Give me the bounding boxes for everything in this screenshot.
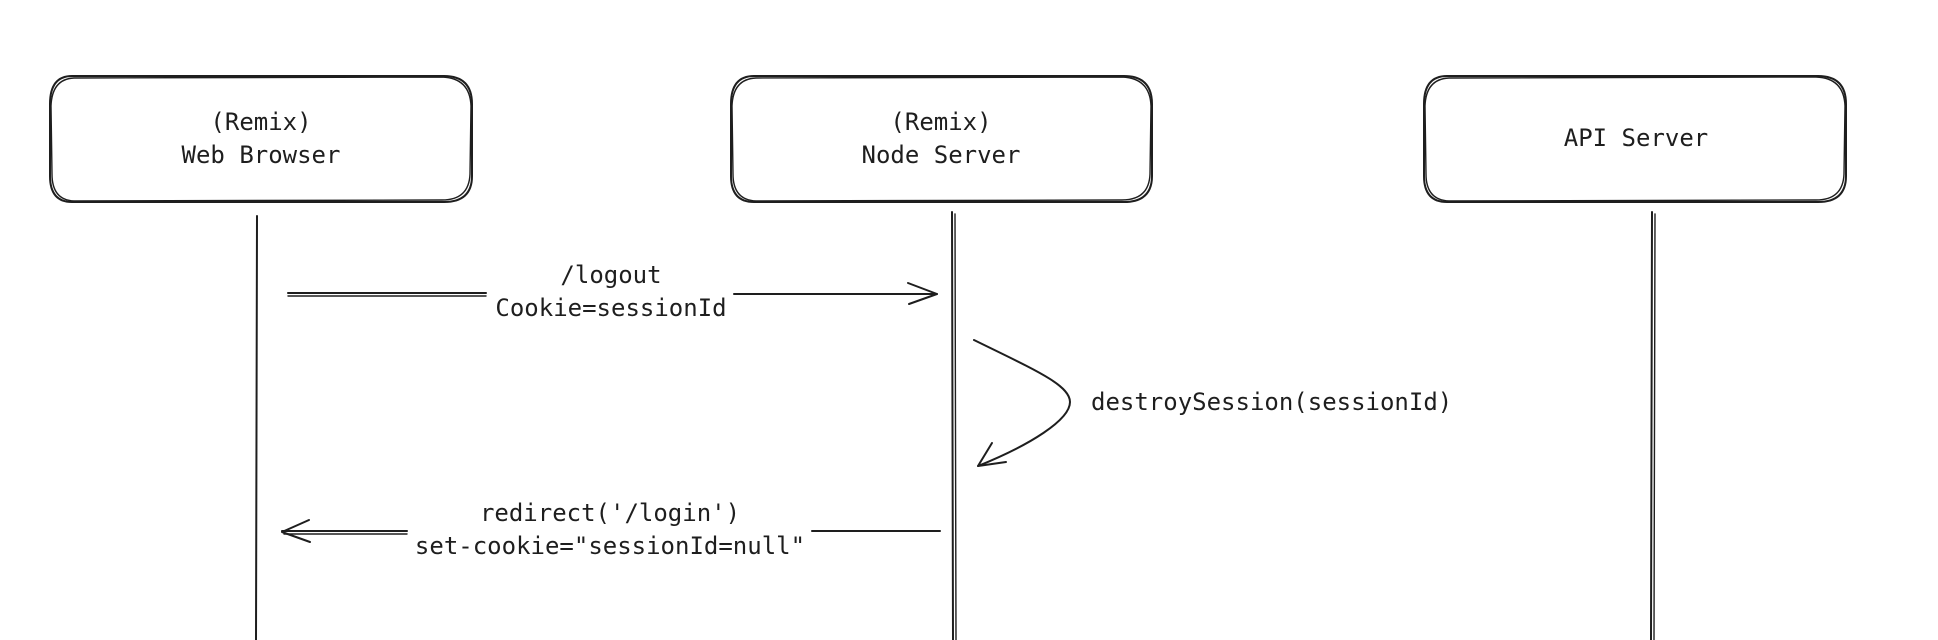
lifeline-node-server-sketch: [954, 213, 957, 640]
participant-box: [1423, 75, 1847, 203]
message-label-line1: destroySession(sessionId): [1091, 388, 1452, 416]
arrowhead-icon: [977, 442, 1007, 467]
message-redirect: redirect('/login') set-cookie="sessionId…: [281, 499, 941, 560]
participant-box-sketch: [1424, 76, 1846, 202]
participant-box: [730, 75, 1153, 203]
participant-web-browser: (Remix) Web Browser: [49, 75, 473, 203]
participant-node-server: (Remix) Node Server: [730, 75, 1153, 203]
message-destroy-session: destroySession(sessionId): [973, 339, 1452, 467]
arrowhead-icon: [281, 519, 311, 543]
participant-label-line2: Web Browser: [182, 141, 341, 169]
participant-api-server: API Server: [1423, 75, 1847, 203]
participant-box: [49, 75, 473, 203]
lifeline-web-browser: [255, 215, 258, 640]
participant-box-sketch: [50, 76, 472, 202]
lifelines: [255, 211, 1656, 640]
self-call-arrow-curve: [973, 339, 1071, 467]
message-label-line2: Cookie=sessionId: [495, 294, 726, 322]
lifeline-api-server: [1650, 211, 1653, 640]
participant-box-sketch: [731, 76, 1152, 202]
lifeline-node-server: [951, 211, 954, 640]
arrowhead-icon: [907, 282, 938, 305]
participant-label-line2: API Server: [1564, 124, 1709, 152]
message-label-line2: set-cookie="sessionId=null": [415, 532, 805, 560]
message-label-line1: redirect('/login'): [480, 499, 740, 527]
message-label-line1: /logout: [560, 261, 661, 289]
message-logout: /logout Cookie=sessionId: [287, 261, 938, 322]
participant-label-line2: Node Server: [862, 141, 1021, 169]
lifeline-api-server-sketch: [1653, 213, 1656, 640]
participant-label-line1: (Remix): [210, 108, 311, 136]
participant-label-line1: (Remix): [890, 108, 991, 136]
